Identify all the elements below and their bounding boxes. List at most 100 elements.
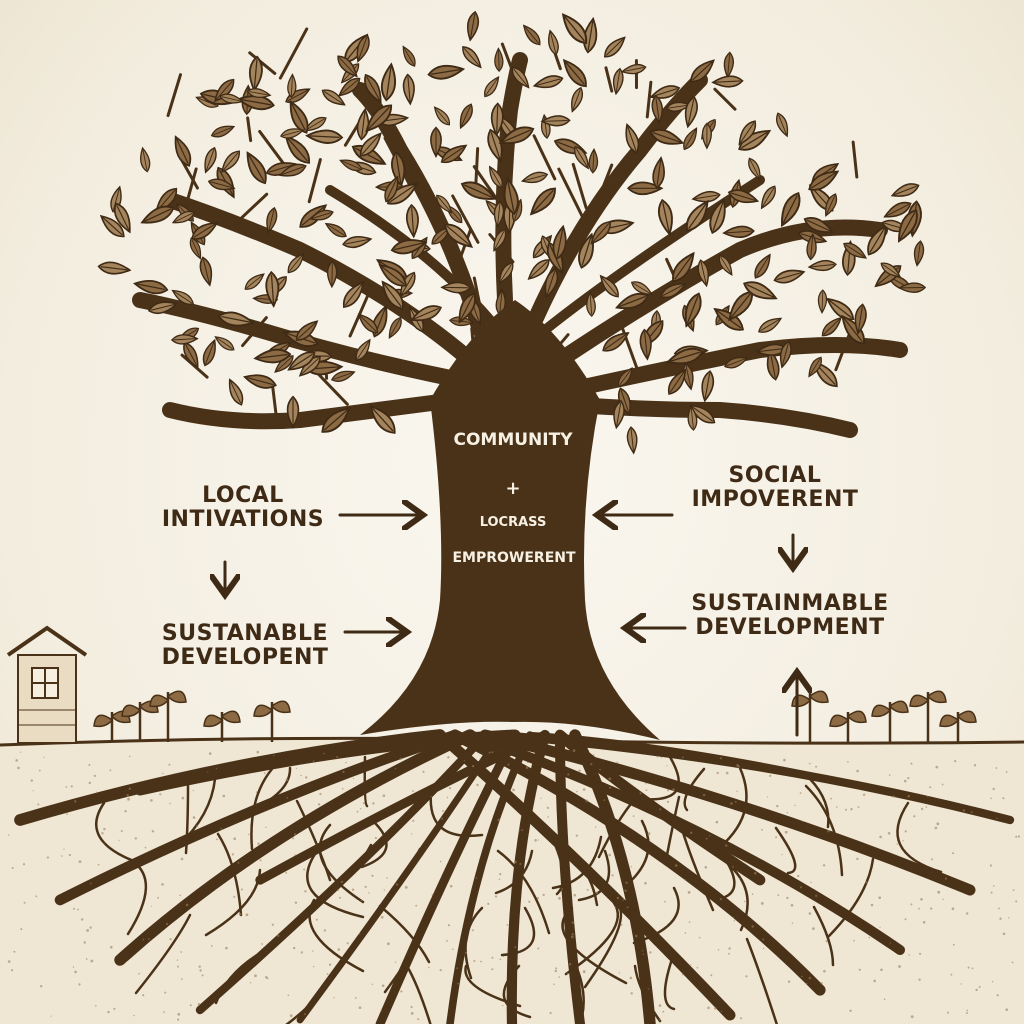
soil-speckle <box>902 840 903 841</box>
soil-speckle <box>179 895 181 897</box>
soil-speckle <box>162 773 163 774</box>
soil-speckle <box>920 898 923 901</box>
leaf-icon <box>431 105 452 128</box>
soil-speckle <box>207 771 208 772</box>
trunk-plus: + <box>488 478 538 499</box>
soil-speckle <box>304 890 306 892</box>
soil-speckle <box>441 818 443 820</box>
soil-speckle <box>648 832 651 835</box>
soil-speckle <box>763 948 764 949</box>
soil-speckle <box>491 751 493 753</box>
soil-speckle <box>558 976 560 978</box>
soil-speckle <box>806 983 808 985</box>
leaf-icon <box>713 76 743 88</box>
leaf-icon <box>890 181 920 201</box>
soil-speckle <box>395 768 396 769</box>
soil-speckle <box>645 783 646 784</box>
soil-speckle <box>223 795 226 798</box>
soil-speckle <box>732 866 734 868</box>
soil-speckle <box>952 852 954 854</box>
soil-speckle <box>990 798 992 800</box>
soil-speckle <box>884 998 886 1000</box>
soil-speckle <box>163 1011 165 1013</box>
soil-speckle <box>682 757 684 759</box>
soil-speckle <box>573 749 576 752</box>
soil-speckle <box>254 974 257 977</box>
leaf-icon <box>324 220 349 240</box>
soil-speckle <box>762 939 764 941</box>
leaf-icon <box>201 146 219 174</box>
soil-speckle <box>661 757 662 758</box>
soil-speckle <box>220 828 222 830</box>
soil-speckle <box>95 1005 97 1007</box>
soil-speckle <box>615 907 617 909</box>
soil-speckle <box>604 799 606 801</box>
label-sustainmable-line1: SUSTAINMABLE <box>680 592 900 616</box>
soil-speckle <box>572 933 574 935</box>
soil-speckle <box>126 794 129 797</box>
twig <box>647 82 651 117</box>
soil-speckle <box>910 903 912 905</box>
seedling-icon <box>940 711 976 742</box>
soil-speckle <box>66 813 68 815</box>
leaf-icon <box>210 123 236 140</box>
leaf-icon <box>703 123 712 148</box>
soil-speckle <box>417 1018 419 1020</box>
soil-speckle <box>608 777 611 780</box>
soil-speckle <box>781 854 782 855</box>
soil-speckle <box>296 768 297 769</box>
leaf-icon <box>339 157 364 174</box>
soil-speckle <box>503 956 504 957</box>
soil-speckle <box>257 843 259 845</box>
soil-speckle <box>856 858 858 860</box>
soil-speckle <box>341 881 343 883</box>
soil-speckle <box>561 888 563 890</box>
soil-speckle <box>422 771 424 773</box>
soil-speckle <box>745 975 747 977</box>
soil-speckle <box>473 960 475 962</box>
soil-speckle <box>294 833 296 835</box>
soil-speckle <box>86 958 88 960</box>
soil-speckle <box>432 894 434 896</box>
soil-speckle <box>190 1004 192 1006</box>
soil-speckle <box>616 762 618 764</box>
soil-speckle <box>383 794 386 797</box>
soil-speckle <box>528 901 530 903</box>
leaf-icon <box>402 74 415 104</box>
leaf-icon <box>459 44 484 71</box>
soil-speckle <box>94 775 96 777</box>
label-sustainmable-development: SUSTAINMABLE DEVELOPMENT <box>680 592 900 640</box>
soil-speckle <box>449 787 451 789</box>
soil-speckle <box>400 758 402 760</box>
soil-speckle <box>625 882 627 884</box>
soil-speckle <box>431 796 432 797</box>
soil-speckle <box>721 1011 722 1012</box>
soil-speckle <box>752 925 754 927</box>
soil-speckle <box>1013 889 1015 891</box>
soil-speckle <box>537 897 539 899</box>
soil-speckle <box>47 856 49 858</box>
soil-speckle <box>177 1019 179 1021</box>
soil-speckle <box>706 838 708 840</box>
soil-speckle <box>979 986 981 988</box>
soil-speckle <box>913 815 915 817</box>
soil-speckle <box>113 1008 115 1010</box>
house-icon <box>8 628 86 743</box>
soil-speckle <box>853 940 855 942</box>
seedling-icon <box>872 701 908 742</box>
soil-speckle <box>71 785 73 787</box>
soil-speckle <box>316 919 318 921</box>
soil-speckle <box>871 904 874 907</box>
leaf-icon <box>568 86 585 113</box>
soil-speckle <box>129 788 131 790</box>
soil-speckle <box>447 797 448 798</box>
soil-speckle <box>907 795 910 798</box>
soil-speckle <box>571 936 574 939</box>
soil-speckle <box>659 1019 660 1020</box>
soil-speckle <box>815 895 817 897</box>
leaf-icon <box>213 333 236 353</box>
soil-speckle <box>177 1013 180 1016</box>
soil-speckle <box>735 801 737 803</box>
soil-speckle <box>386 877 388 879</box>
